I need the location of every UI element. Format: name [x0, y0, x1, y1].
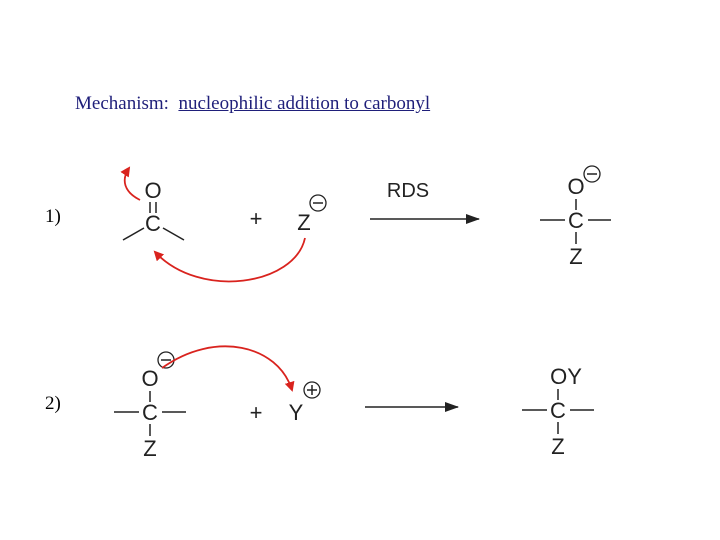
product-carbon: C	[568, 208, 584, 233]
step-2-product: OY C Z	[522, 364, 594, 459]
alkoxide-oxygen: O	[141, 366, 158, 391]
negative-charge-icon	[309, 194, 327, 212]
step-1-plus: +	[250, 206, 263, 231]
electrophile-y: Y	[289, 381, 321, 425]
step-2-plus: +	[250, 400, 263, 425]
carbonyl-right-bond	[162, 227, 185, 241]
nucleophile-atom: Z	[297, 210, 310, 235]
electrophile-atom: Y	[289, 400, 304, 425]
product-2-carbon: C	[550, 398, 566, 423]
carbonyl-oxygen: O	[144, 178, 161, 203]
positive-charge-icon	[303, 381, 321, 399]
step-1-product-alkoxide: O C Z	[540, 165, 611, 269]
product-2-z: Z	[551, 434, 564, 459]
step-2-alkoxide: O C Z	[114, 351, 186, 461]
step-1-number: 1)	[45, 206, 61, 227]
step-1-carbonyl: O C	[122, 178, 185, 241]
product-oy: OY	[550, 364, 582, 389]
nucleophilic-attack-arrow	[153, 237, 306, 283]
pi-bond-curved-arrow	[120, 166, 141, 201]
electrophile-capture-arrow	[161, 345, 295, 392]
nucleophile-z: Z	[297, 194, 327, 235]
alkoxide-z: Z	[143, 436, 156, 461]
product-oxygen: O	[567, 174, 584, 199]
alkoxide-carbon: C	[142, 400, 158, 425]
carbonyl-carbon: C	[145, 211, 161, 236]
title-label: Mechanism:	[75, 93, 169, 114]
step-2-number: 2)	[45, 393, 61, 414]
title-topic: nucleophilic addition to carbonyl	[178, 93, 431, 114]
rds-label: RDS	[387, 180, 429, 202]
product-z: Z	[569, 244, 582, 269]
negative-charge-icon	[583, 165, 601, 183]
carbonyl-left-bond	[122, 227, 145, 241]
mechanism-title: Mechanism: nucleophilic addition to carb…	[75, 93, 430, 115]
